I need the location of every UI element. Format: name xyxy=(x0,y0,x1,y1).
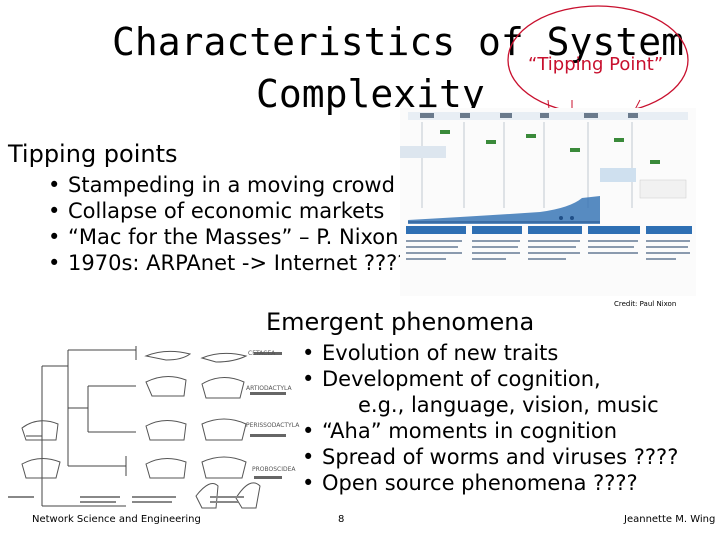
clade-label: CETACEA xyxy=(248,350,276,357)
clade-label: ARTIODACTYLA xyxy=(246,385,292,392)
list-item: Stampeding in a moving crowd xyxy=(48,172,408,198)
footer-page-number: 8 xyxy=(338,514,345,525)
image-credit: Credit: Paul Nixon xyxy=(614,300,677,308)
clade-label: PERISSODACTYLA xyxy=(246,422,300,429)
slide-title-line-1: Characteristics of System xyxy=(112,20,684,64)
footer-author: Jeannette M. Wing xyxy=(624,514,716,525)
list-item: Open source phenomena ???? xyxy=(302,470,678,496)
emergent-phenomena-heading: Emergent phenomena xyxy=(266,308,535,336)
clade-label: PROBOSCIDEA xyxy=(252,466,296,473)
emergent-phenomena-list: Evolution of new traits Development of c… xyxy=(302,340,678,496)
tipping-points-heading: Tipping points xyxy=(8,140,178,168)
footer-course: Network Science and Engineering xyxy=(32,514,201,525)
list-item: Development of cognition, xyxy=(302,366,678,392)
list-item: “Aha” moments in cognition xyxy=(302,418,678,444)
tipping-points-list: Stampeding in a moving crowd Collapse of… xyxy=(48,172,408,276)
tipping-point-callout: “Tipping Point” xyxy=(528,54,664,75)
list-item: Collapse of economic markets xyxy=(48,198,408,224)
evolution-tree-illustration xyxy=(8,346,286,509)
mac-timeline-infographic xyxy=(400,108,696,296)
list-item-continuation: e.g., language, vision, music xyxy=(358,393,659,417)
list-item: “Mac for the Masses” – P. Nixon xyxy=(48,224,408,250)
list-item: 1970s: ARPAnet -> Internet ???? xyxy=(48,250,408,276)
list-item: Spread of worms and viruses ???? xyxy=(302,444,678,470)
list-item: Evolution of new traits xyxy=(302,340,678,366)
